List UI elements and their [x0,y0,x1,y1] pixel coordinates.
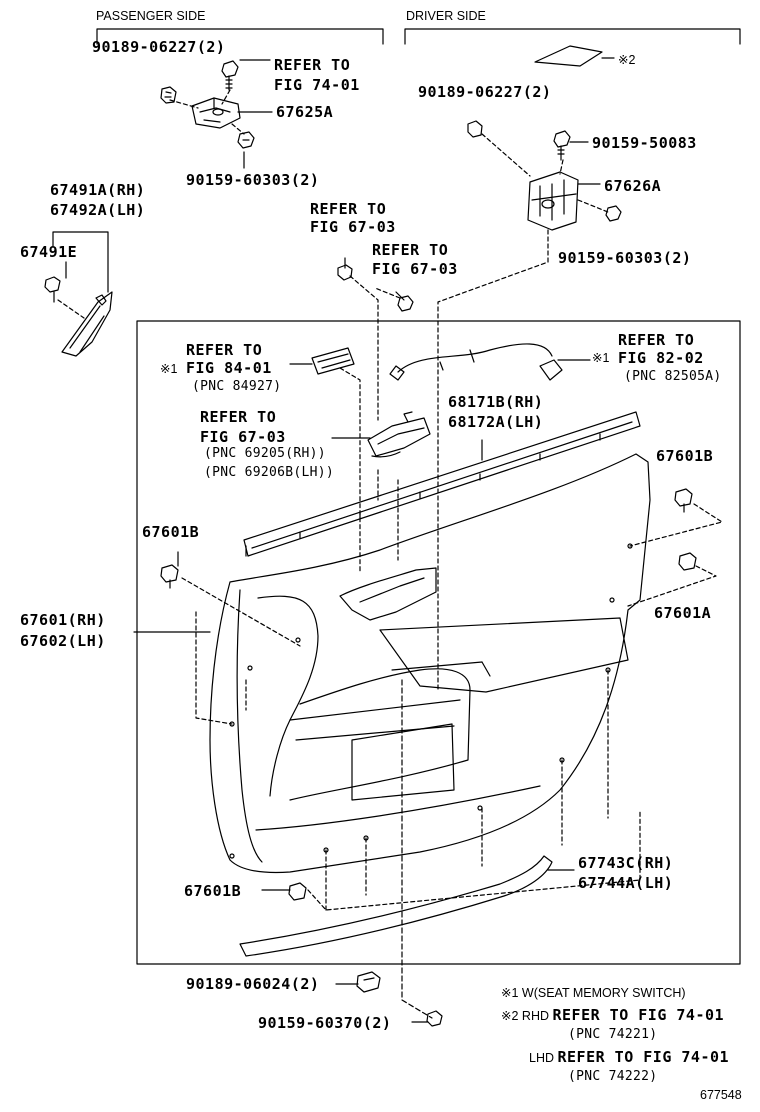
clip-b-left-icon [160,564,179,589]
clip-b-right-icon [674,488,693,513]
clip-b-right-label: 67601B [656,447,714,465]
bottom-leaders [335,983,429,1023]
switch-icon [311,347,355,375]
clip-a-label: 67601A [654,604,712,622]
trim-e-label: 67491E [20,243,78,261]
handle-fig-label: FIG 67-03 [200,428,286,446]
inner-handle-icon [367,411,431,458]
switch-refer-label: REFER TO [186,341,263,359]
wire-harness-icon [389,343,563,381]
corner-trim-icon [61,291,113,357]
d-leaders [437,133,609,691]
switch-fig-label: FIG 84-01 [186,359,272,377]
strip-rh-label: 67743C(RH) [578,854,674,872]
bottom-clip-icon [356,971,381,993]
d-bracket-icon [527,171,579,231]
wire-pnc-label: (PNC 82505A) [624,369,722,384]
center-screw-icon [395,291,414,312]
d-screw-label: 90159-50083 [592,134,697,152]
note1-text: W(SEAT MEMORY SWITCH) [521,986,686,1000]
door-panel-icon [209,453,651,874]
panel-lh-label: 67602(LH) [20,632,106,650]
p-bracket-icon [191,97,241,129]
note2-lhd-tag: LHD [529,1051,555,1065]
p-screw-qty-label: 90159-60303(2) [186,171,320,189]
switch-leader [339,367,361,573]
d-bracket-label: 67626A [604,177,662,195]
passenger-side-heading: PASSENGER SIDE [96,9,206,23]
trim-rh-label: 67491A(RH) [50,181,146,199]
wire-mark-label: ※1 [592,351,610,365]
cover-plate-icon [534,45,603,67]
note2-lhd-ref: REFER TO FIG 74-01 [557,1048,730,1066]
clip-b-left-label: 67601B [142,523,200,541]
note2-rhd: ※2 RHD REFER TO FIG 74-01 [501,1006,724,1024]
p-leader-lines [237,59,273,169]
note2-rhd-tag: RHD [521,1009,550,1023]
p-fig-label: FIG 74-01 [274,76,360,94]
d-clip-icon [467,120,483,138]
weatherstrip-rh-label: 68171B(RH) [448,393,544,411]
switch-mark-label: ※1 [160,362,178,376]
clip-leaders [181,503,723,911]
lower-strip-icon [239,855,553,957]
bottom-clip-qty-label: 90189-06024(2) [186,975,320,993]
d-leader-lines [569,141,601,185]
p-bolt-icon [221,60,239,91]
p-clip-icon [160,86,177,104]
p-refer-label: REFER TO [274,56,351,74]
cover-mark-label: ※2 [618,53,636,67]
p-screw-icon [237,131,255,149]
panel-rh-label: 67601(RH) [20,611,106,629]
strip-lh-label: 67744A(LH) [578,874,674,892]
note2-lhd-pnc: (PNC 74222) [568,1069,658,1084]
p-clip-qty-label: 90189-06227(2) [92,38,226,56]
weatherstrip-lh-label: 68172A(LH) [448,413,544,431]
note2-rhd-pnc: (PNC 74221) [568,1027,658,1042]
center-leaders [349,275,401,421]
note1-mark: ※1 [501,986,519,1000]
passenger-side-bracket [96,28,384,45]
trim-dash [57,299,85,319]
trim-screw-icon [44,276,61,303]
d-clip-qty-label: 90189-06227(2) [418,83,552,101]
refer-a-label: REFER TO [310,200,387,218]
trim-leaders [52,231,109,293]
handle-refer-label: REFER TO [200,408,277,426]
d-screw-icon [605,205,622,222]
switch-pnc-label: (PNC 84927) [192,379,282,394]
center-dash-long [401,679,433,1019]
clip-b-bottom-label: 67601B [184,882,242,900]
handle-pnc1-label: (PNC 69205(RH)) [204,446,326,461]
driver-side-bracket [404,28,741,45]
note2-mark: ※2 [501,1009,519,1023]
refer-b-label: REFER TO [372,241,449,259]
handle-dash [377,469,399,561]
p-leaders [169,89,245,135]
d-bolt-icon [553,130,571,161]
bottom-screw-icon [426,1010,443,1027]
trim-lh-label: 67492A(LH) [50,201,146,219]
note1: ※1 W(SEAT MEMORY SWITCH) [501,985,686,1000]
d-screw-qty-label: 90159-60303(2) [558,249,692,267]
p-bracket-label: 67625A [276,103,334,121]
weatherstrip-icon [243,411,641,557]
wire-fig-label: FIG 82-02 [618,349,704,367]
bottom-screw-qty-label: 90159-60370(2) [258,1014,392,1032]
note2-lhd: LHD REFER TO FIG 74-01 [529,1048,729,1066]
clip-a-icon [678,552,697,571]
clip-b-bottom-icon [288,882,307,901]
driver-side-heading: DRIVER SIDE [406,9,486,23]
clip-leader-solid [177,551,291,891]
figure-id: 677548 [700,1088,742,1102]
handle-pnc2-label: (PNC 69206B(LH)) [204,465,335,480]
fig-b-label: FIG 67-03 [372,260,458,278]
wire-refer-label: REFER TO [618,331,695,349]
note2-rhd-ref: REFER TO FIG 74-01 [552,1006,725,1024]
fig-a-label: FIG 67-03 [310,218,396,236]
